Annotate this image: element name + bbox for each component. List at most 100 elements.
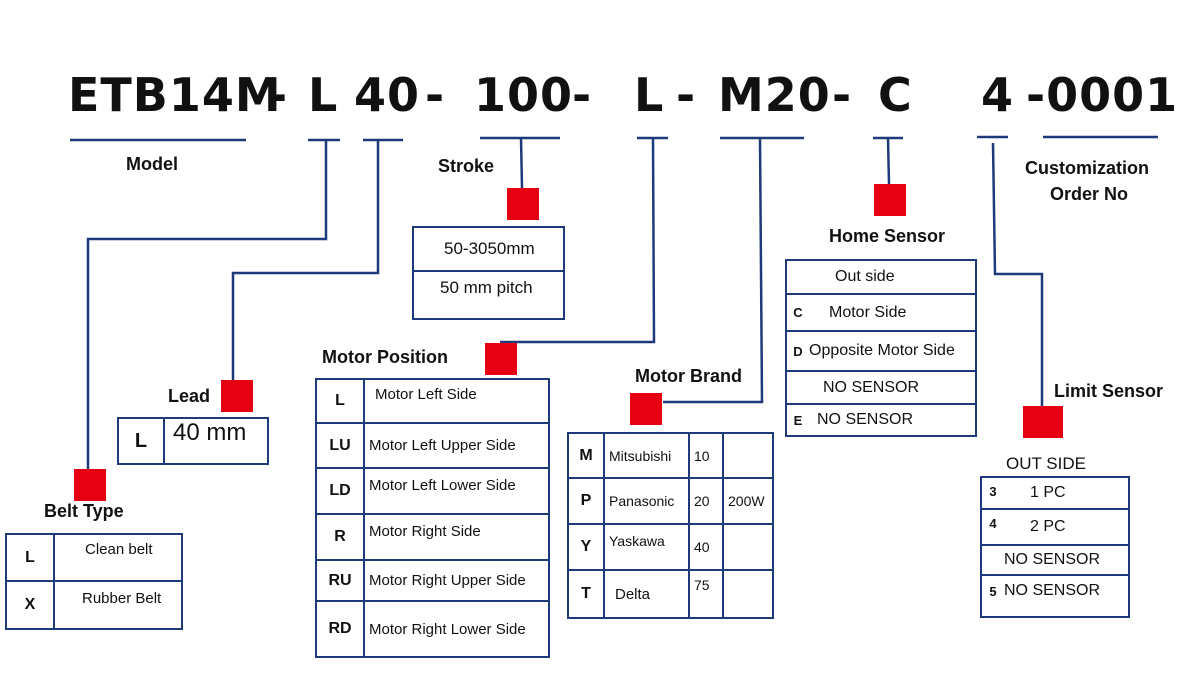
code-motor-brand: M20	[718, 68, 831, 122]
brand-name: Yaskawa	[603, 523, 690, 571]
limit-desc: 2 PC	[1004, 508, 1130, 546]
position-desc: Motor Left Upper Side	[363, 422, 550, 469]
stroke-connector	[519, 137, 524, 189]
brand-power	[722, 569, 774, 619]
home-desc: NO SENSOR	[809, 403, 977, 437]
motor-position-marker	[485, 343, 517, 375]
limit-code: 3	[980, 476, 1004, 510]
position-desc: Motor Left Side	[363, 378, 550, 424]
brand-size: 75	[688, 569, 724, 619]
belt-connector	[86, 140, 328, 470]
home-desc: Out side	[809, 259, 977, 295]
brand-name: Delta	[603, 569, 690, 619]
limit-desc: 1 PC	[1004, 476, 1130, 510]
home-desc: NO SENSOR	[809, 370, 977, 405]
motor-brand-connector	[663, 137, 764, 404]
position-code: LU	[315, 422, 365, 469]
code-dash: -	[572, 68, 593, 122]
home-desc: Opposite Motor Side	[809, 330, 977, 372]
code-belt: L	[308, 68, 339, 122]
position-code: L	[315, 378, 365, 424]
table-row: NO SENSOR	[785, 370, 977, 405]
brand-code: M	[567, 432, 605, 479]
brand-code: T	[567, 569, 605, 619]
label-limit-sensor: Limit Sensor	[1054, 381, 1164, 401]
label-order-no: Order No	[1050, 184, 1129, 204]
brand-size: 10	[688, 432, 724, 479]
limit-code: 5	[980, 574, 1004, 618]
table-row: Out side	[785, 259, 977, 295]
table-row: X Rubber Belt	[5, 580, 183, 630]
home-sensor-connector	[886, 137, 891, 185]
position-code: RD	[315, 600, 365, 658]
lead-connector	[231, 140, 380, 382]
limit-code: 4	[980, 508, 1004, 546]
belt-type-table: L Clean belt X Rubber Belt	[5, 533, 183, 630]
code-home-sensor: C	[878, 68, 913, 122]
code-order-no: -0001	[1026, 68, 1179, 122]
brand-code: Y	[567, 523, 605, 571]
home-code: C	[785, 293, 809, 332]
limit-desc: NO SENSOR	[1004, 574, 1130, 618]
brand-size: 20	[688, 477, 724, 525]
position-code: RU	[315, 559, 365, 602]
belt-code: X	[5, 580, 55, 630]
belt-type-marker	[74, 469, 106, 501]
home-code: D	[785, 330, 809, 372]
lead-code: L	[117, 417, 165, 465]
position-desc: Motor Right Side	[363, 513, 550, 561]
lead-value: 40 mm	[163, 417, 269, 465]
position-desc: Motor Left Lower Side	[363, 467, 550, 515]
code-model: ETB14M	[68, 68, 282, 122]
label-motor-brand: Motor Brand	[635, 366, 742, 386]
motor-brand-marker	[630, 393, 662, 425]
code-limit-sensor: 4	[981, 68, 1015, 122]
lead-table: L 40 mm	[117, 417, 269, 465]
code-dash: -	[268, 68, 289, 122]
limit-sensor-connector	[991, 142, 1044, 406]
brand-power	[722, 523, 774, 571]
position-code: R	[315, 513, 365, 561]
position-desc: Motor Right Lower Side	[363, 600, 550, 658]
position-code: LD	[315, 467, 365, 515]
label-motor-position: Motor Position	[322, 347, 448, 367]
brand-name: Mitsubishi	[603, 432, 690, 479]
code-lead: 40	[354, 68, 421, 122]
code-dash: -	[425, 68, 446, 122]
brand-power	[722, 432, 774, 479]
code-dash: -	[832, 68, 853, 122]
code-stroke: 100	[474, 68, 574, 122]
limit-code	[980, 544, 1004, 576]
limit-sensor-marker	[1023, 406, 1063, 438]
belt-desc: Rubber Belt	[53, 580, 183, 630]
belt-code: L	[5, 533, 55, 582]
brand-size: 40	[688, 523, 724, 571]
label-customization: Customization	[1025, 158, 1149, 178]
home-code	[785, 259, 809, 295]
label-stroke: Stroke	[438, 156, 495, 176]
code-motor-position: L	[634, 68, 665, 122]
stroke-marker	[507, 188, 539, 220]
stroke-range: 50-3050mm	[412, 226, 565, 272]
home-code: E	[785, 403, 809, 437]
belt-desc: Clean belt	[53, 533, 183, 582]
stroke-table: 50-3050mm 50 mm pitch	[412, 226, 565, 320]
home-sensor-marker	[874, 184, 906, 216]
label-belt-type: Belt Type	[44, 501, 124, 521]
